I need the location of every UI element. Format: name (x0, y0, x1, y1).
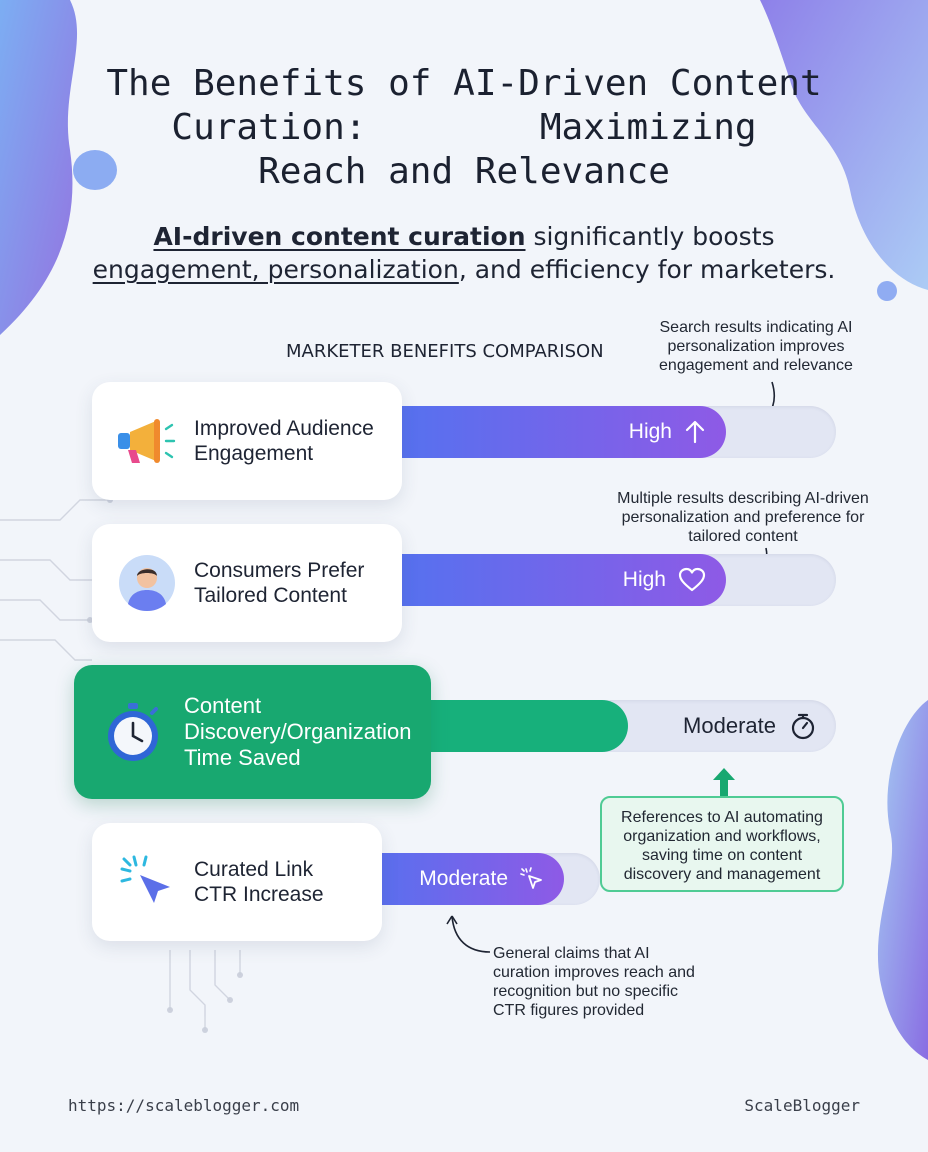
rating-track-tailored: High (360, 554, 836, 606)
stopwatch-icon (108, 703, 158, 761)
subtitle-highlight: AI-driven content curation (153, 222, 526, 251)
note-line: personalization and preference for (621, 509, 865, 526)
note-line: discovery and management (623, 866, 821, 883)
benefit-label-line: Tailored Content (194, 584, 347, 607)
timer-icon (791, 713, 815, 740)
benefit-label-line: CTR Increase (194, 883, 324, 906)
note-line: Multiple results describing AI-driven (617, 490, 869, 507)
footer-url[interactable]: https://scaleblogger.com (68, 1096, 300, 1115)
title-line-2: Curation: Maximizing (171, 107, 757, 148)
subtitle: AI-driven content curation significantly… (60, 220, 868, 286)
section-label: MARKETER BENEFITS COMPARISON (286, 341, 604, 362)
rating-bar-engagement: High (360, 406, 726, 458)
rating-label: Moderate (683, 713, 776, 738)
rating-label-wrap: Moderate (683, 700, 816, 752)
benefit-card-tailored: Consumers Prefer Tailored Content (92, 524, 402, 642)
benefit-card-ctr: Curated Link CTR Increase (92, 823, 382, 941)
arrow-annotation (446, 915, 491, 953)
note-tailored: Multiple results describing AI-driven pe… (598, 489, 888, 546)
rating-track-time-saved: Moderate (380, 700, 836, 752)
rating-label: High (622, 568, 666, 591)
benefit-label-line: Engagement (194, 442, 314, 465)
benefit-label-line: Discovery/Organization (184, 719, 412, 744)
callout-time-saved: References to AI automating organization… (600, 796, 844, 892)
cursor-click-icon (120, 855, 170, 903)
note-line: recognition but no specific (493, 983, 678, 1000)
megaphone-icon (118, 419, 176, 463)
benefit-label-line: Consumers Prefer (194, 559, 365, 582)
note-line: saving time on content (641, 847, 803, 864)
heart-icon (678, 567, 706, 592)
subtitle-text-2: , and efficiency for marketers. (458, 255, 836, 284)
arrow-up-annotation (713, 768, 735, 796)
note-line: tailored content (688, 528, 798, 545)
footer-brand: ScaleBlogger (744, 1096, 860, 1115)
benefit-label-line: Time Saved (184, 745, 301, 770)
benefit-card-time-saved: Content Discovery/Organization Time Save… (74, 665, 431, 799)
subtitle-text-1: significantly boosts (525, 222, 775, 251)
rating-label: High (628, 420, 672, 443)
benefit-label-line: Curated Link (194, 858, 314, 881)
benefit-label-line: Content (184, 693, 262, 718)
note-line: personalization improves (667, 338, 845, 355)
note-line: Search results indicating AI (659, 319, 853, 336)
page-title: The Benefits of AI-Driven Content Curati… (60, 62, 868, 194)
note-line: engagement and relevance (659, 357, 853, 374)
benefit-label-line: Improved Audience (194, 417, 374, 440)
benefit-card-engagement: Improved Audience Engagement (92, 382, 402, 500)
person-avatar-icon (119, 555, 175, 611)
rating-track-engagement: High (360, 406, 836, 458)
arrow-up-icon (685, 420, 705, 444)
note-line: CTR figures provided (493, 1002, 645, 1019)
rating-label: Moderate (419, 867, 508, 890)
note-line: curation improves reach and (493, 964, 695, 981)
subtitle-underlined: engagement, personalization (92, 255, 459, 284)
title-line-3: Reach and Relevance (258, 151, 670, 192)
rating-bar-tailored: High (360, 554, 726, 606)
note-line: General claims that AI (493, 945, 650, 962)
cursor-click-icon (520, 867, 542, 889)
note-line: References to AI automating (621, 809, 823, 826)
note-line: organization and workflows, (623, 828, 821, 845)
note-engagement: Search results indicating AI personaliza… (640, 318, 872, 375)
title-line-1: The Benefits of AI-Driven Content (106, 63, 822, 104)
note-ctr: General claims that AI curation improves… (493, 944, 733, 1020)
